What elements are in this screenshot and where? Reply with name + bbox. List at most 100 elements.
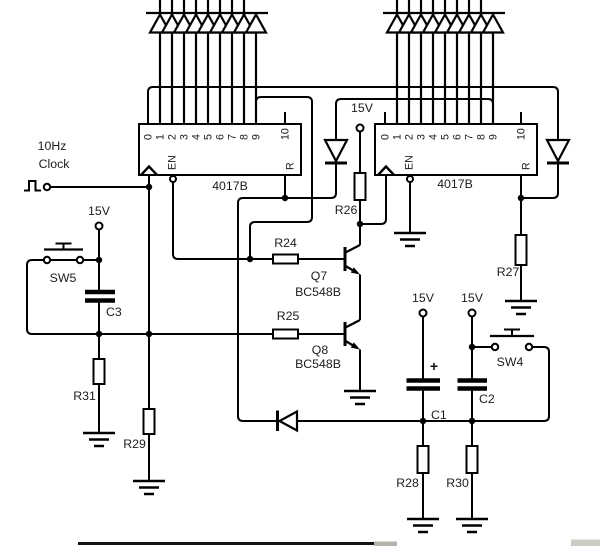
wire-bus-pin9-right [335,98,494,140]
pin-label: 0 [143,134,155,140]
power-terminals: 15V 15V 15V 15V [88,101,484,318]
capacitor-label: C2 [479,392,495,406]
collector-line [344,244,361,254]
junction-dot [145,183,153,191]
pin-label: 5 [440,134,452,140]
junction-dot [95,330,103,338]
pin-label: 3 [416,134,428,140]
rail-label: 15V [461,291,484,305]
reset-label: R [285,162,297,170]
wire-diode-right-down [521,163,559,199]
diode-bottom [276,409,299,433]
enable-pin-circle [406,175,414,183]
junction-dot [356,220,364,228]
ground-icon [394,231,426,248]
ic-body [374,123,538,176]
ground-icon [505,299,537,316]
resistor-r29 [142,408,156,435]
resistor-r31 [92,358,106,385]
pin-label: 4 [191,134,203,140]
junction-dot [468,417,476,425]
diode-right [545,138,571,165]
switch-label: SW5 [50,271,77,285]
switch-sw5: SW5 [42,242,85,285]
wire-node-ic2clk [360,175,387,225]
ground-symbols [83,231,537,534]
resistors: R24 R25 R26 R27 R28 R29 R30 R31 [73,172,528,490]
clock-source: 10Hz Clock [38,139,71,192]
collector-line [344,319,361,329]
power-terminal-circle [467,308,477,318]
junction-dot [468,343,476,351]
wire-reset1-net [237,163,337,422]
resistor-r27 [514,234,528,266]
ic-4017b-right: 0 1 2 3 4 5 6 7 8 9 10 EN R 4017B [374,123,538,191]
pin-label: 7 [227,134,239,140]
bottom-edge-artifacts [78,539,600,546]
clock-label: Clock [39,157,71,171]
led-diodes [385,12,505,34]
contact-circle [75,255,85,265]
resistor-label: R28 [396,476,419,490]
enable-label: EN [167,155,179,170]
resistor-r24 [272,253,299,265]
pin-label: 6 [215,134,227,140]
capacitor-c2: C2 [457,378,495,406]
power-terminal-circle [418,308,428,318]
wire-pin9-left-loop [249,96,313,259]
polarity-plus: + [430,358,438,374]
led-diodes [148,12,268,34]
ic-4017b-left: 0 1 2 3 4 5 6 7 8 9 10 EN R 4017B [138,123,302,193]
enable-label: EN [404,155,416,170]
bottom-gray-segment [374,541,397,546]
wire-en1 [172,182,273,260]
transistor-ref: Q7 [311,269,328,283]
pin-label: 8 [476,134,488,140]
ic-body [138,123,302,176]
pin-label: 3 [179,134,191,140]
wire-sw5-left-arm [26,259,273,335]
pin-label: 2 [404,134,416,140]
pin-label: 9 [488,134,500,140]
ground-icon [83,431,115,448]
led-array-left [146,0,268,124]
junction-dots [95,183,525,425]
clock-pulse-glyph [24,180,41,192]
ground-icon [407,517,439,534]
junction-dot [246,255,254,263]
pin-label: 8 [239,134,251,140]
clock-chevron-icon [140,164,158,176]
resistor-r26 [353,172,367,201]
pin-label: 1 [392,134,404,140]
clock-terminal-circle [42,182,52,192]
capacitor-label: C1 [431,408,447,422]
transistor-q7: Q7 BC548B [295,244,361,299]
diode-icon [323,138,349,164]
led-diode [481,12,505,34]
resistor-label: R24 [274,236,297,250]
led-array-right [383,0,505,124]
wire-bottom-net [297,346,550,422]
capacitor-c1: + C1 [406,358,447,422]
ground-icon [344,389,376,406]
led-diode [244,12,268,34]
switch-sw4: SW4 [490,328,534,369]
diode-icon [545,138,571,164]
led-top-wires [158,0,246,13]
pin-label: 6 [452,134,464,140]
led-top-wires [395,0,483,13]
power-terminal-circle [94,221,104,231]
resistor-label: R29 [123,437,146,451]
junction-dot [145,330,153,338]
resistor-r30 [465,445,479,474]
junction-dot [281,194,289,202]
resistor-label: R31 [73,389,96,403]
transistor-part: BC548B [295,357,341,371]
rail-label: 15V [412,291,435,305]
junction-dot [419,417,427,425]
rail-label: 15V [351,101,374,115]
transistor-q8: Q8 BC548B [295,319,361,371]
diode-left-middle [323,138,349,165]
pin-label: 9 [251,134,263,140]
